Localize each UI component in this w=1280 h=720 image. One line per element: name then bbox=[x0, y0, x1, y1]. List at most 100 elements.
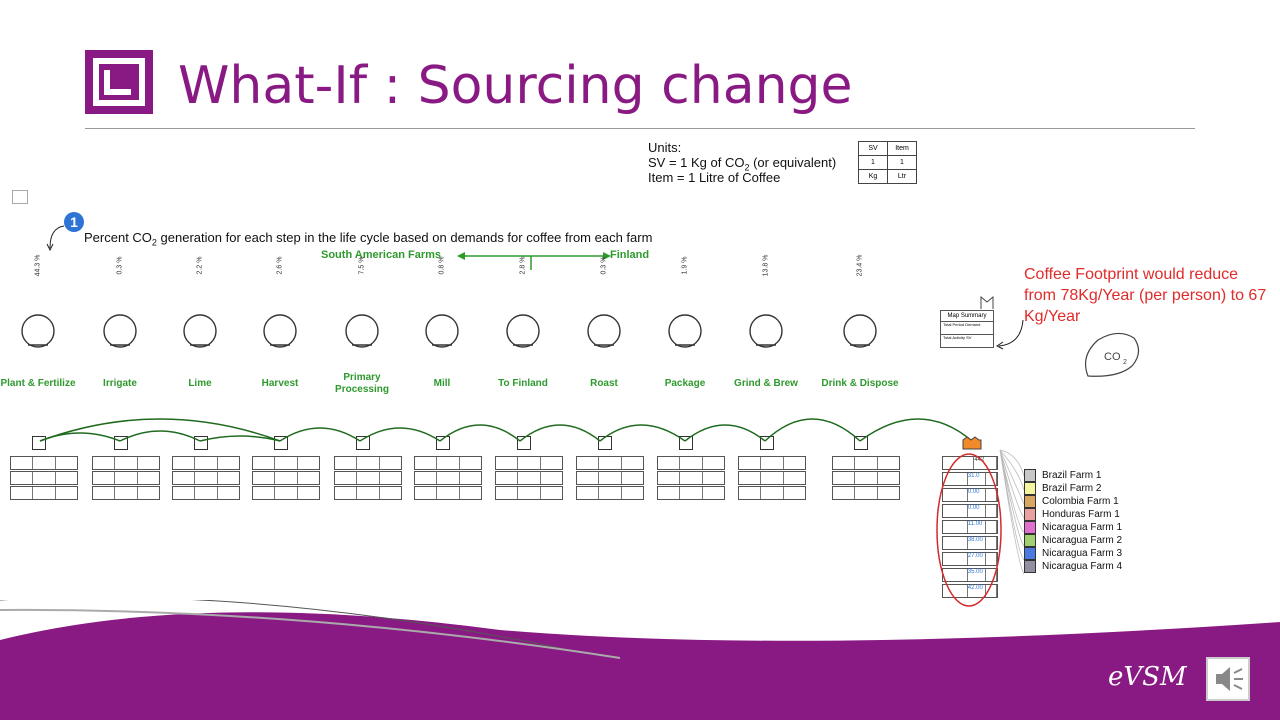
step-label: Roast bbox=[590, 378, 618, 389]
evsm-logo-icon bbox=[85, 50, 153, 114]
farm-legend: Brazil Farm 1 Brazil Farm 2 Colombia Farm … bbox=[1024, 469, 1122, 573]
step-label: Harvest bbox=[261, 378, 299, 389]
legend-label: Brazil Farm 1 bbox=[1042, 470, 1102, 481]
step-label: Irrigate bbox=[103, 378, 137, 389]
step-percent: 0.3 % bbox=[600, 256, 608, 275]
step-data-box[interactable] bbox=[738, 456, 806, 500]
step-icon bbox=[258, 305, 302, 364]
units-sv-line: SV = 1 Kg of CO2 (or equivalent) bbox=[648, 155, 837, 173]
process-box[interactable] bbox=[517, 436, 531, 450]
step-icon bbox=[838, 305, 882, 364]
legend-item: Brazil Farm 2 bbox=[1024, 482, 1122, 495]
evsm-brand: eVSM bbox=[1108, 662, 1187, 692]
step-icon bbox=[16, 305, 60, 364]
step-icon bbox=[420, 305, 464, 364]
legend-swatch bbox=[1024, 521, 1036, 534]
legend-label: Colombia Farm 1 bbox=[1042, 496, 1119, 507]
process-box[interactable] bbox=[356, 436, 370, 450]
demand-total-row: 442 bbox=[942, 456, 998, 470]
step-data-box[interactable] bbox=[832, 456, 900, 500]
step-label: To Finland bbox=[498, 378, 548, 389]
callout-arrow-icon bbox=[46, 225, 65, 252]
step-percent: 0.3 % bbox=[116, 256, 124, 275]
step-data-box[interactable] bbox=[576, 456, 644, 500]
step-icon bbox=[98, 305, 142, 364]
small-toggle-icon[interactable] bbox=[12, 190, 28, 204]
legend-swatch bbox=[1024, 534, 1036, 547]
step-percent: 2.8 % bbox=[519, 256, 527, 275]
svg-text:2: 2 bbox=[1123, 359, 1127, 366]
process-box[interactable] bbox=[436, 436, 450, 450]
percent-note: Percent CO2 generation for each step in … bbox=[84, 230, 653, 248]
step-label: Mill bbox=[433, 378, 451, 389]
step-icon bbox=[340, 305, 384, 364]
demand-row: 31.0 bbox=[942, 472, 998, 486]
legend-swatch bbox=[1024, 560, 1036, 573]
legend-swatch bbox=[1024, 508, 1036, 521]
legend-item: Colombia Farm 1 bbox=[1024, 495, 1122, 508]
page-title: What-If : Sourcing change bbox=[178, 56, 853, 116]
step-data-box[interactable] bbox=[495, 456, 563, 500]
legend-item: Nicaragua Farm 3 bbox=[1024, 547, 1122, 560]
step-data-box[interactable] bbox=[172, 456, 240, 500]
step-label: Grind & Brew bbox=[734, 378, 798, 389]
map-summary[interactable]: Map Summary Total Period Demand Total Ac… bbox=[940, 310, 994, 348]
units-item-line: Item = 1 Litre of Coffee bbox=[648, 170, 781, 185]
speaker-icon[interactable] bbox=[1206, 657, 1250, 701]
step-icon bbox=[178, 305, 222, 364]
legend-label: Brazil Farm 2 bbox=[1042, 483, 1102, 494]
step-badge: 1 bbox=[64, 212, 84, 232]
step-icon bbox=[501, 305, 545, 364]
finland-label: Finland bbox=[610, 249, 650, 261]
legend-swatch bbox=[1024, 469, 1036, 482]
demand-row: 42.00 bbox=[942, 584, 998, 598]
step-label: Plant & Fertilize bbox=[0, 378, 76, 389]
demand-highlight-ellipse bbox=[936, 453, 1002, 607]
title-divider bbox=[85, 128, 1195, 129]
customer-icon bbox=[962, 436, 982, 450]
legend-label: Nicaragua Farm 1 bbox=[1042, 522, 1123, 533]
step-data-box[interactable] bbox=[657, 456, 725, 500]
step-percent: 13.8 % bbox=[762, 254, 770, 277]
demand-row: 0.00 bbox=[942, 504, 998, 518]
demand-row: 11.00 bbox=[942, 520, 998, 534]
legend-connectors bbox=[999, 449, 1025, 575]
step-percent: 1.9 % bbox=[681, 256, 689, 275]
demand-row: 27.00 bbox=[942, 552, 998, 566]
co2-footprint-icon: CO 2 bbox=[1085, 332, 1140, 377]
step-label: Primary Processing bbox=[335, 372, 389, 395]
step-percent: 2.2 % bbox=[196, 256, 204, 275]
footprint-note: Coffee Footprint would reduce from 78Kg/… bbox=[1024, 266, 1267, 325]
legend-label: Nicaragua Farm 2 bbox=[1042, 535, 1123, 546]
step-percent: 2.6 % bbox=[276, 256, 284, 275]
footer-band bbox=[0, 600, 1280, 720]
region-arrow-icon bbox=[457, 252, 611, 270]
south-american-label: South American Farms bbox=[321, 249, 442, 261]
step-data-box[interactable] bbox=[334, 456, 402, 500]
step-data-box[interactable] bbox=[414, 456, 482, 500]
step-icon bbox=[744, 305, 788, 364]
step-data-box[interactable] bbox=[10, 456, 78, 500]
step-data-box[interactable] bbox=[252, 456, 320, 500]
flow-arrows bbox=[39, 418, 973, 442]
legend-swatch bbox=[1024, 482, 1036, 495]
step-percent: 0.8 % bbox=[438, 256, 446, 275]
legend-label: Nicaragua Farm 4 bbox=[1042, 561, 1123, 572]
legend-label: Nicaragua Farm 3 bbox=[1042, 548, 1123, 559]
legend-swatch bbox=[1024, 547, 1036, 560]
step-icon bbox=[663, 305, 707, 364]
flag-icon bbox=[980, 296, 994, 309]
step-percent: 7.5 % bbox=[358, 256, 366, 275]
svg-text:CO: CO bbox=[1104, 351, 1121, 363]
legend-item: Brazil Farm 1 bbox=[1024, 469, 1122, 482]
legend-item: Nicaragua Farm 4 bbox=[1024, 560, 1122, 573]
step-label: Drink & Dispose bbox=[821, 378, 899, 389]
note-arrow-icon bbox=[996, 319, 1024, 350]
demand-row: 38.00 bbox=[942, 536, 998, 550]
step-data-box[interactable] bbox=[92, 456, 160, 500]
units-block: Units: SV = 1 Kg of CO2 (or equivalent) … bbox=[648, 140, 836, 185]
units-heading: Units: bbox=[648, 140, 682, 155]
step-label: Lime bbox=[188, 378, 212, 389]
step-percent: 23.4 % bbox=[856, 254, 864, 277]
